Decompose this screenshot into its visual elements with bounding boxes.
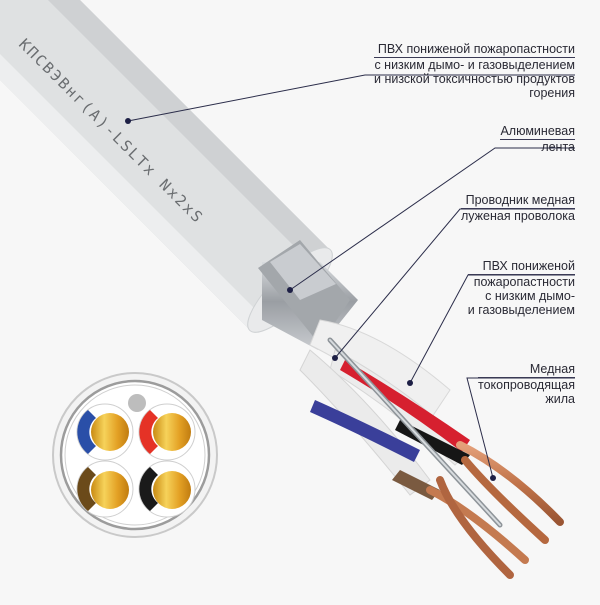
- copper-conductors: [426, 441, 564, 579]
- inner-pairs: [299, 319, 503, 528]
- callout-line: луженая проволока: [460, 209, 575, 223]
- callout-insulation: ПВХ пониженой пожаропастности с низким д…: [467, 259, 575, 317]
- callout-line: ПВХ пониженой: [467, 259, 575, 275]
- callout-line: ПВХ пониженой пожаропастности: [373, 42, 575, 58]
- callout-line: и низской токсичностью продуктов: [373, 72, 575, 86]
- callout-line: пожаропастности: [473, 275, 575, 289]
- callout-line: Проводник медная: [460, 193, 575, 209]
- callout-copper-conductor: Медная токопроводящая жила: [477, 362, 575, 406]
- core-bottom-left: [76, 460, 134, 518]
- callout-line: с низким дымо-: [485, 289, 575, 303]
- callout-line: Медная: [477, 362, 575, 378]
- core-top-right: [138, 403, 196, 461]
- drain-wire-section: [128, 394, 146, 412]
- callout-line: с низким дымо- и газовыделением: [374, 58, 575, 72]
- callout-line: Алюминевая: [500, 124, 575, 140]
- callout-line: и газовыделением: [467, 303, 575, 317]
- callout-line: лента: [541, 140, 575, 154]
- core-bottom-right: [138, 460, 196, 518]
- callout-line: горения: [529, 86, 575, 100]
- callout-aluminum-tape: Алюминевая лента: [500, 124, 575, 154]
- leader-dots: [125, 118, 496, 481]
- cross-section: [52, 372, 218, 538]
- callout-outer-sheath: ПВХ пониженой пожаропастности с низким д…: [373, 42, 575, 100]
- core-top-left: [76, 403, 134, 461]
- outer-sheath: [0, 0, 333, 333]
- leader-lines: [127, 74, 575, 479]
- callout-drain-wire: Проводник медная луженая проволока: [460, 193, 575, 223]
- callout-line: жила: [545, 392, 575, 406]
- callout-line: токопроводящая: [477, 378, 575, 392]
